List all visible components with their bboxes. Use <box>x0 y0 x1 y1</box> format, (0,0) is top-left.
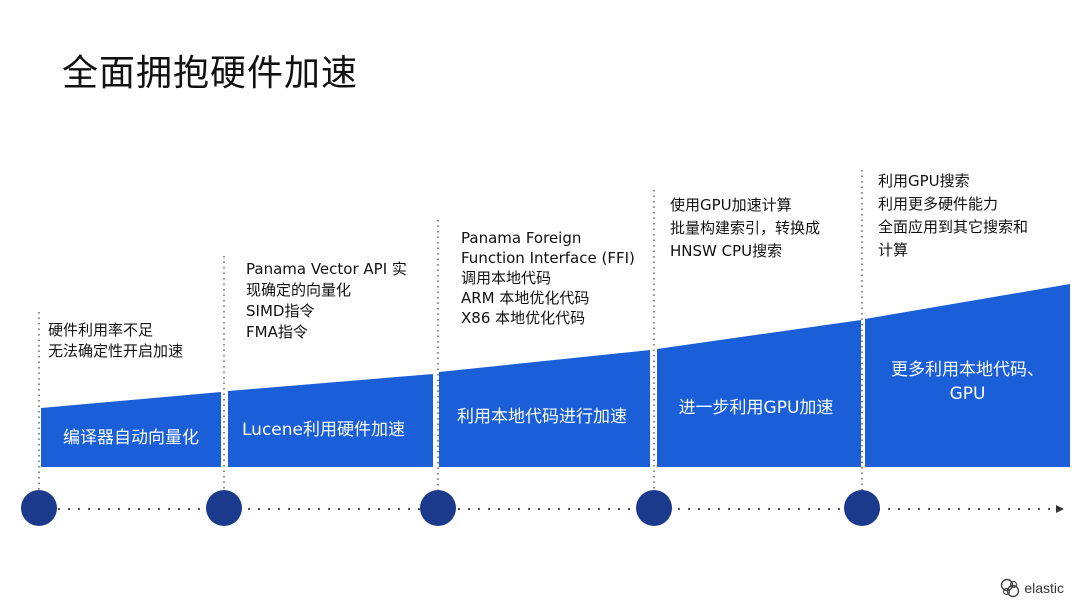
note-line: Function Interface (FFI) <box>461 249 635 267</box>
elastic-logo-icon <box>1001 578 1020 598</box>
note-line: 调用本地代码 <box>461 269 552 287</box>
stage-1-notes: 硬件利用率不足 无法确定性开启加速 <box>48 320 183 362</box>
note-line: HNSW CPU搜索 <box>670 242 783 260</box>
stage-bar-1 <box>41 392 221 467</box>
elastic-logo: elastic <box>1000 578 1064 598</box>
stage-bar-2 <box>228 374 433 467</box>
note-line: 利用更多硬件能力 <box>878 195 999 213</box>
stage-3-label: 利用本地代码进行加速 <box>457 407 627 427</box>
stage-4-notes: 使用GPU加速计算 批量构建索引，转换成 HNSW CPU搜索 <box>670 194 820 263</box>
page-title: 全面拥抱硬件加速 <box>62 53 359 94</box>
stage-5-notes: 利用GPU搜索 利用更多硬件能力 全面应用到其它搜索和 计算 <box>878 170 1028 262</box>
note-line: 利用GPU搜索 <box>878 172 970 190</box>
milestone-dot <box>844 490 880 526</box>
stage-bar-4 <box>657 320 861 467</box>
stage-2-notes: Panama Vector API 实 现确定的向量化 SIMD指令 FMA指令 <box>246 259 407 343</box>
note-line: 硬件利用率不足 <box>48 321 154 339</box>
stage-2-label: Lucene利用硬件加速 <box>242 420 405 440</box>
stage-5-label-line: GPU <box>949 384 986 404</box>
timeline-arrow-icon <box>1056 505 1064 513</box>
note-line: 计算 <box>878 241 909 259</box>
note-line: Panama Foreign <box>461 229 582 247</box>
note-line: FMA指令 <box>246 323 308 341</box>
note-line: 现确定的向量化 <box>246 281 352 299</box>
milestone-dot <box>636 490 672 526</box>
milestone-dot <box>420 490 456 526</box>
note-line: 无法确定性开启加速 <box>48 342 184 360</box>
stage-4-label: 进一步利用GPU加速 <box>678 398 834 418</box>
stage-1-label: 编译器自动向量化 <box>63 428 199 448</box>
note-line: Panama Vector API 实 <box>246 260 407 278</box>
stage-bar-5 <box>865 284 1070 467</box>
milestone-dot <box>21 490 57 526</box>
stage-5-label-line: 更多利用本地代码、 <box>891 360 1044 380</box>
note-line: 全面应用到其它搜索和 <box>878 218 1029 236</box>
logo-text: elastic <box>1024 580 1064 596</box>
note-line: SIMD指令 <box>246 302 315 320</box>
stage-bar-3 <box>439 350 650 467</box>
stage-3-notes: Panama Foreign Function Interface (FFI) … <box>461 228 635 328</box>
note-line: 批量构建索引，转换成 <box>670 219 821 237</box>
note-line: 使用GPU加速计算 <box>670 196 792 214</box>
stage-5-label: 更多利用本地代码、 GPU <box>865 358 1070 406</box>
note-line: X86 本地优化代码 <box>461 309 586 327</box>
note-line: ARM 本地优化代码 <box>461 289 590 307</box>
milestone-dot <box>206 490 242 526</box>
